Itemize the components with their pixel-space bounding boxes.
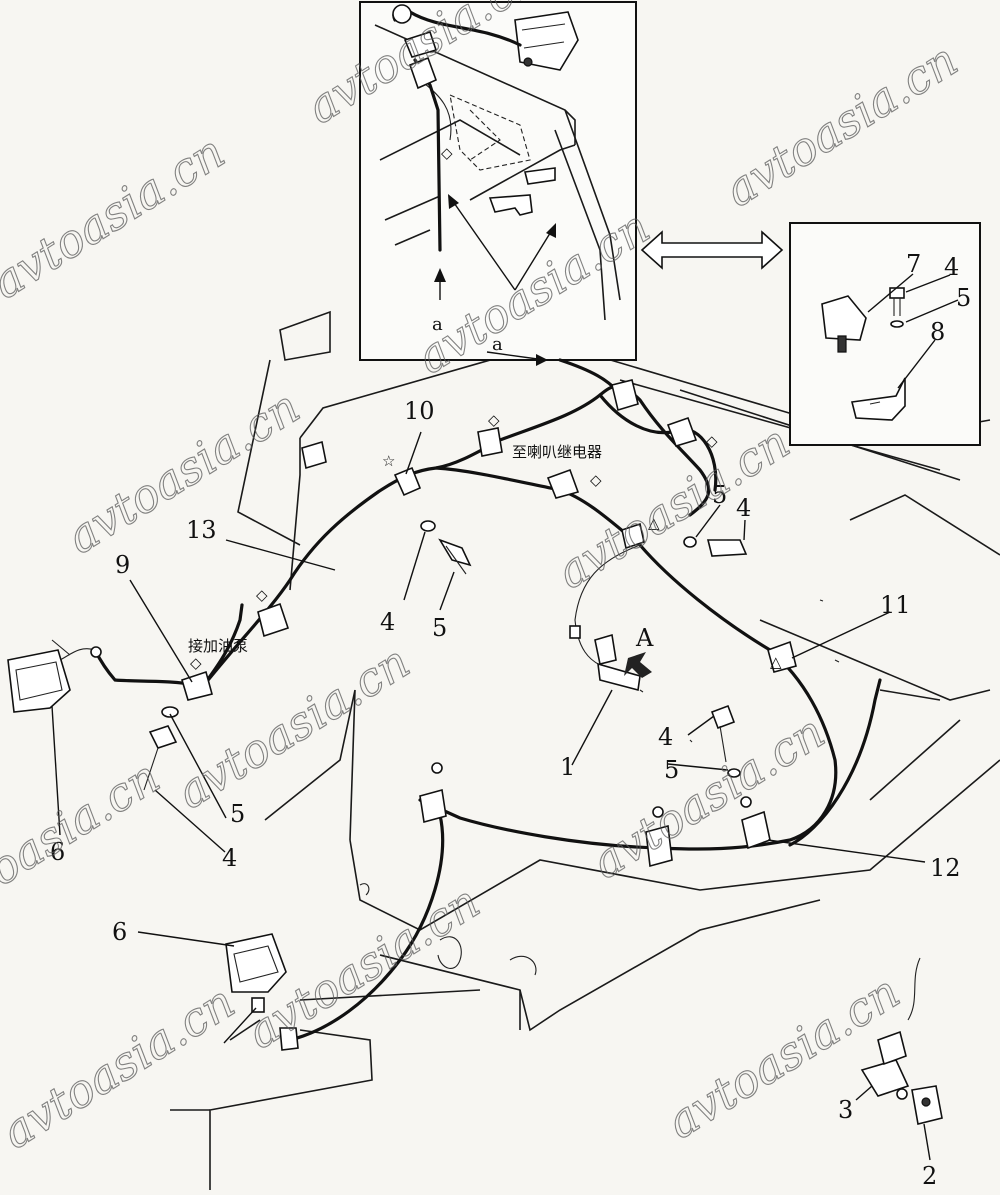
double-arrow — [640, 230, 784, 270]
svg-text:◇: ◇ — [441, 144, 453, 162]
watermark-4: avtoasia.cn — [57, 379, 308, 564]
callout-11: 11 — [880, 591, 911, 619]
inset-work-lamp — [514, 11, 579, 71]
clip-11 — [767, 640, 797, 673]
svg-text:△: △ — [648, 514, 660, 532]
callout-4-right: 4 — [736, 494, 751, 522]
clip-top-right — [611, 379, 639, 412]
callout-6-lower: 6 — [112, 918, 127, 946]
callout-5-right: 5 — [712, 481, 727, 509]
clip-10 — [393, 466, 422, 497]
part-8-plate — [851, 377, 906, 421]
view-A-label: A — [635, 624, 654, 652]
detail-view-a: a ◇ — [359, 1, 637, 361]
watermark-10: avtoasia.cn — [657, 964, 908, 1149]
main-harness — [51, 358, 882, 1042]
callout-4-lower: 4 — [658, 723, 673, 751]
callout-7: 7 — [906, 250, 921, 278]
callout-13: 13 — [186, 516, 217, 544]
clip-right — [666, 416, 698, 447]
watermark-7: avtoasia.cn — [167, 634, 418, 819]
svg-text:◇: ◇ — [488, 411, 500, 429]
callout-5-left: 5 — [230, 800, 245, 828]
leader-lines — [51, 351, 926, 1044]
callout-2: 2 — [922, 1162, 937, 1190]
svg-text:◇: ◇ — [706, 432, 718, 450]
callout-12: 12 — [930, 854, 961, 882]
callout-1: 1 — [560, 753, 575, 781]
part-7-bracket — [821, 295, 867, 353]
work-lamp-6-left — [7, 649, 71, 713]
svg-text:◇: ◇ — [590, 471, 602, 489]
svg-text:◇: ◇ — [256, 586, 268, 604]
watermark-3: avtoasia.cn — [0, 124, 234, 309]
callout-6-left: 6 — [50, 838, 65, 866]
bracket-detail-box: 7 4 5 8 — [789, 222, 981, 446]
callout-4-detail: 4 — [944, 253, 959, 281]
clip-13 — [257, 602, 290, 638]
svg-text:△: △ — [770, 653, 782, 671]
svg-text:☆: ☆ — [382, 452, 395, 470]
note-horn-relay: 至喇叭继电器 — [512, 443, 602, 461]
clip-lower-mid — [645, 824, 673, 868]
callout-5-detail: 5 — [956, 284, 971, 312]
harness-clips: ☆ ◇ ◇ ◇ ◇ ◇ △ △ — [181, 379, 797, 868]
watermark-8: avtoasia.cn — [582, 704, 833, 889]
detail-a-label: a — [432, 314, 443, 335]
clip-upper-left — [301, 440, 327, 470]
callout-labels: 10 13 9 4 5 5 4 11 1 4 5 12 5 4 6 6 3 2 … — [50, 334, 961, 1190]
part-1-switch — [569, 625, 652, 766]
fasteners — [143, 520, 748, 791]
callout-4-left: 4 — [222, 844, 237, 872]
callout-9: 9 — [115, 551, 130, 579]
part-5-washer-detail — [890, 320, 904, 328]
clip-9 — [181, 670, 213, 701]
clip-junction — [621, 522, 645, 550]
clip-relay — [477, 427, 503, 457]
watermark-2: avtoasia.cn — [715, 32, 966, 217]
route-a-label: a — [492, 334, 503, 355]
callout-8: 8 — [930, 318, 945, 346]
callout-10: 10 — [404, 397, 435, 425]
callout-5-lower: 5 — [664, 756, 679, 784]
svg-text:◇: ◇ — [190, 654, 202, 672]
clip-mid — [546, 468, 580, 499]
part-2-3-assembly — [855, 957, 943, 1161]
callout-3: 3 — [838, 1096, 853, 1124]
callout-5-center: 5 — [432, 614, 447, 642]
watermark-11: avtoasia.cn — [0, 974, 244, 1159]
callout-4-center: 4 — [380, 608, 395, 636]
clip-lower-left — [419, 788, 447, 824]
note-refuel-pump: 接加油泵 — [188, 637, 248, 655]
watermark-12: avtoasia.cn — [0, 749, 169, 934]
